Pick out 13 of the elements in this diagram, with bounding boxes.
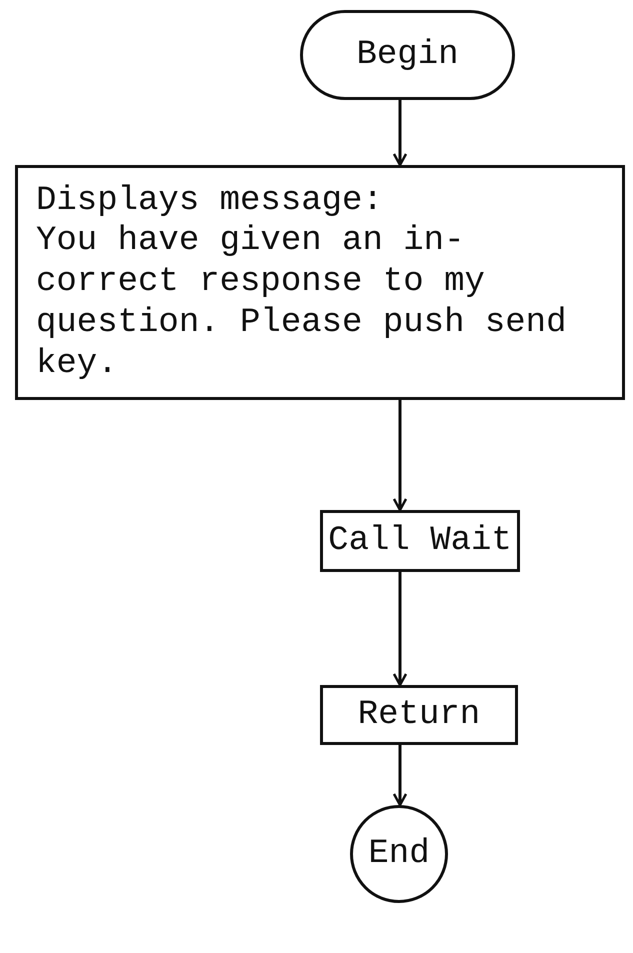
- process-box: [320, 510, 520, 572]
- node-label: End: [368, 834, 430, 874]
- arrow: [392, 100, 408, 166]
- arrow: [392, 745, 408, 806]
- node-label: Return: [358, 694, 480, 736]
- node-label: Call Wait: [328, 520, 512, 562]
- arrow: [392, 572, 408, 686]
- node-text: You have given an in- correct response to my question. Please push send key.: [36, 221, 568, 384]
- arrow: [392, 400, 408, 512]
- node-label: Displays message:: [36, 180, 383, 222]
- process-box: [320, 685, 518, 745]
- node-label: Begin: [356, 34, 459, 76]
- process-box: [15, 165, 625, 400]
